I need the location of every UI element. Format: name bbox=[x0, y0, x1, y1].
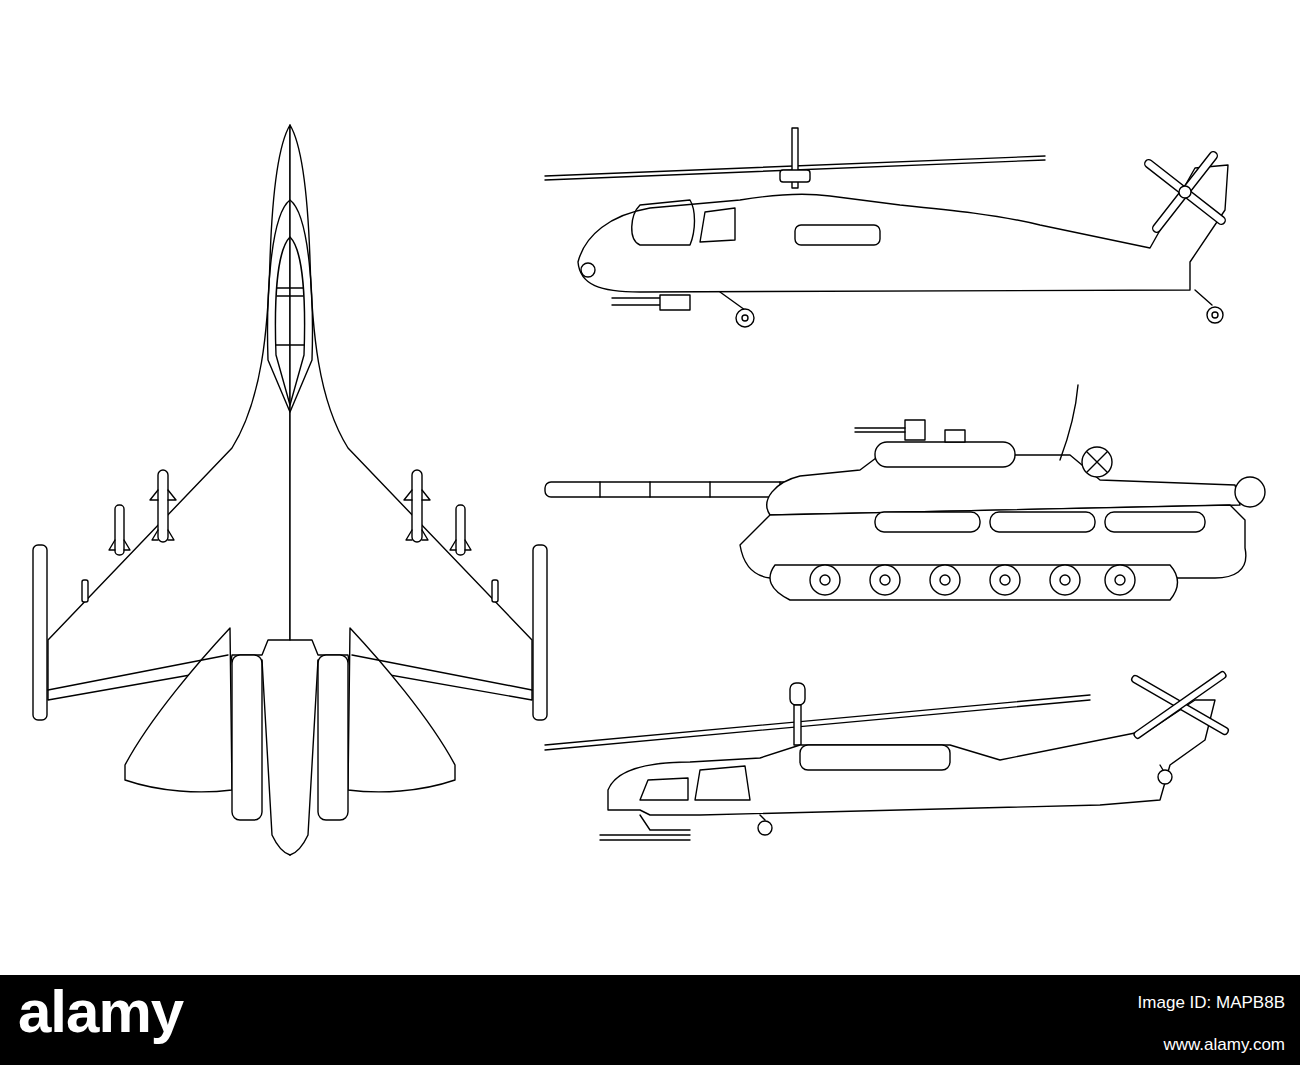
watermark-id: Image ID: MAPB8B bbox=[1138, 993, 1285, 1013]
watermark-bar bbox=[0, 975, 1300, 1065]
watermark-url: www.alamy.com bbox=[1163, 1035, 1285, 1055]
fighter-jet bbox=[33, 125, 547, 855]
attack-helicopter bbox=[545, 128, 1228, 327]
watermark-logo: alamy bbox=[18, 982, 183, 1042]
attack-helicopter bbox=[545, 671, 1229, 840]
tank bbox=[545, 385, 1265, 600]
